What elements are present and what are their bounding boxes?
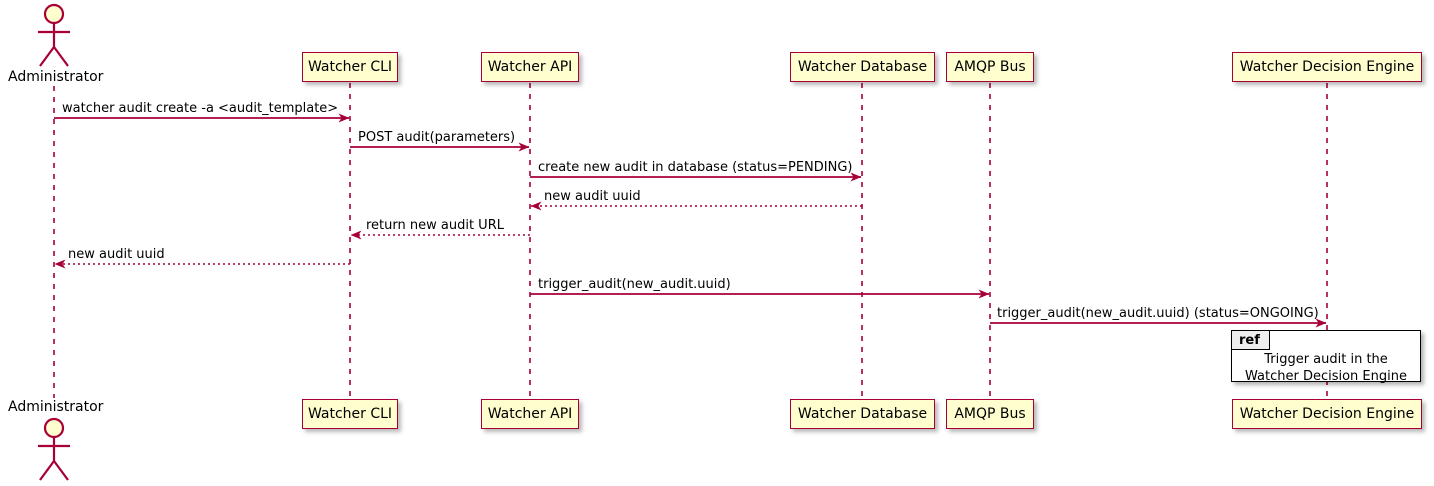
ref-line-1: Trigger audit in the	[1264, 352, 1388, 367]
ref-body: Trigger audit in the Watcher Decision En…	[1232, 351, 1420, 385]
participant-label-watcher-cli-bottom: Watcher CLI	[307, 406, 393, 422]
message-label-7: trigger_audit(new_audit.uuid)	[538, 277, 731, 292]
participant-box-watcher-database-top[interactable]: Watcher Database	[790, 52, 935, 82]
message-label-5: return new audit URL	[366, 218, 504, 233]
participant-label-watcher-database-top: Watcher Database	[797, 59, 928, 75]
actor-administrator-bottom	[38, 417, 70, 481]
participant-label-amqp-bus-top: AMQP Bus	[954, 59, 1026, 75]
participant-box-watcher-decision-engine-top[interactable]: Watcher Decision Engine	[1232, 52, 1422, 82]
participant-label-amqp-bus-bottom: AMQP Bus	[954, 406, 1026, 422]
participant-label-watcher-decision-engine-bottom: Watcher Decision Engine	[1239, 406, 1415, 422]
participant-label-watcher-cli-top: Watcher CLI	[307, 59, 393, 75]
participant-label-watcher-database-bottom: Watcher Database	[797, 406, 928, 422]
message-label-3: create new audit in database (status=PEN…	[538, 160, 853, 175]
actor-administrator-top	[38, 3, 70, 67]
message-label-8: trigger_audit(new_audit.uuid) (status=ON…	[997, 306, 1319, 321]
ref-line-2: Watcher Decision Engine	[1245, 369, 1407, 384]
message-label-6: new audit uuid	[68, 247, 165, 262]
message-arrows	[54, 113, 1327, 328]
participant-box-amqp-bus-bottom[interactable]: AMQP Bus	[946, 399, 1034, 429]
participant-label-watcher-api-bottom: Watcher API	[487, 406, 573, 422]
ref-tab-label: ref	[1239, 332, 1260, 348]
actor-label-administrator-bottom: Administrator	[8, 399, 104, 415]
participant-box-watcher-api-bottom[interactable]: Watcher API	[481, 399, 579, 429]
participant-box-watcher-api-top[interactable]: Watcher API	[481, 52, 579, 82]
ref-tab: ref	[1232, 331, 1270, 350]
participant-box-amqp-bus-top[interactable]: AMQP Bus	[946, 52, 1034, 82]
participant-box-watcher-cli-bottom[interactable]: Watcher CLI	[302, 399, 398, 429]
participant-box-watcher-decision-engine-bottom[interactable]: Watcher Decision Engine	[1232, 399, 1422, 429]
lifelines	[53, 83, 1328, 398]
participant-label-watcher-decision-engine-top: Watcher Decision Engine	[1239, 59, 1415, 75]
message-label-2: POST audit(parameters)	[358, 130, 516, 145]
actor-label-administrator-top: Administrator	[8, 69, 104, 85]
message-label-1: watcher audit create -a <audit_template>	[62, 101, 339, 116]
participant-label-watcher-api-top: Watcher API	[487, 59, 573, 75]
ref-fragment[interactable]: ref Trigger audit in the Watcher Decisio…	[1231, 330, 1421, 385]
participant-box-watcher-database-bottom[interactable]: Watcher Database	[790, 399, 935, 429]
message-label-4: new audit uuid	[544, 189, 641, 204]
participant-box-watcher-cli-top[interactable]: Watcher CLI	[302, 52, 398, 82]
